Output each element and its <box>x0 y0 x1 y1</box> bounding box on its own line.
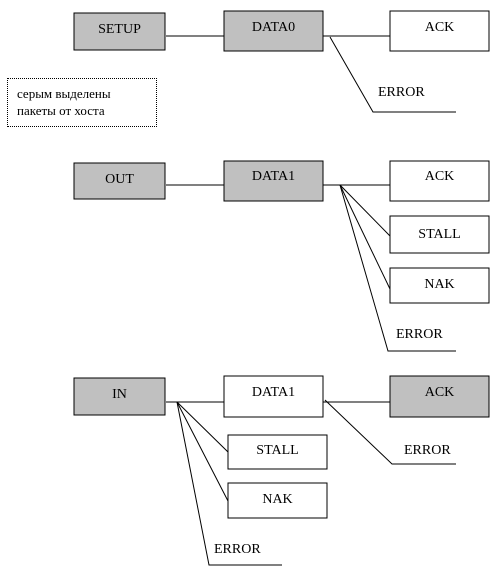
out-token-box <box>73 162 166 200</box>
setup-token-box <box>73 12 166 51</box>
out-transaction: OUT DATA1 ACK STALL NAK ERROR <box>73 160 490 352</box>
out-ack-box <box>389 160 490 202</box>
in-stall-box <box>227 434 328 470</box>
connector-in-stall <box>176 401 229 453</box>
legend-note-line-2: пакеты от хоста <box>17 103 105 118</box>
out-token-label: OUT <box>105 172 134 187</box>
connector-in-nak <box>176 401 229 502</box>
in-stall-label: STALL <box>256 443 298 458</box>
in-token-box <box>73 377 166 416</box>
in-token-label: IN <box>112 387 127 402</box>
in-nak-box <box>227 482 328 519</box>
out-nak-label: NAK <box>424 277 454 292</box>
connector-in-error <box>176 401 282 566</box>
in-transaction: IN DATA1 ACK ERROR STALL NAK ERROR <box>73 375 490 566</box>
in-data1-label: DATA1 <box>252 385 295 400</box>
setup-data0-box <box>223 10 324 52</box>
setup-data0-label: DATA0 <box>252 20 295 35</box>
out-error-label: ERROR <box>396 327 443 342</box>
out-stall-box <box>389 215 490 254</box>
legend-note-line-1: серым выделены <box>17 86 111 101</box>
in-data1-box <box>223 375 324 418</box>
connector-data0-error <box>329 36 456 113</box>
out-nak-box <box>389 267 490 304</box>
setup-ack-box <box>389 10 490 52</box>
in-ack-label: ACK <box>425 385 455 400</box>
setup-ack-label: ACK <box>425 20 455 35</box>
setup-token-label: SETUP <box>98 22 141 37</box>
in-nak-label: NAK <box>262 492 292 507</box>
out-stall-label: STALL <box>418 227 460 242</box>
setup-transaction: SETUP DATA0 ACK ERROR <box>73 10 490 113</box>
in-ack-box <box>389 375 490 418</box>
out-data1-label: DATA1 <box>252 169 295 184</box>
in-data-error-label: ERROR <box>404 443 451 458</box>
legend-note: серым выделены пакеты от хоста <box>7 78 157 127</box>
out-data1-box <box>223 160 324 202</box>
connector-data1-error <box>339 184 456 352</box>
connector-data1-nak <box>339 184 391 290</box>
setup-error-label: ERROR <box>378 85 425 100</box>
connector-data1-stall <box>339 184 391 237</box>
out-ack-label: ACK <box>425 169 455 184</box>
connector-data1-error <box>324 399 456 465</box>
in-error-label: ERROR <box>214 542 261 557</box>
